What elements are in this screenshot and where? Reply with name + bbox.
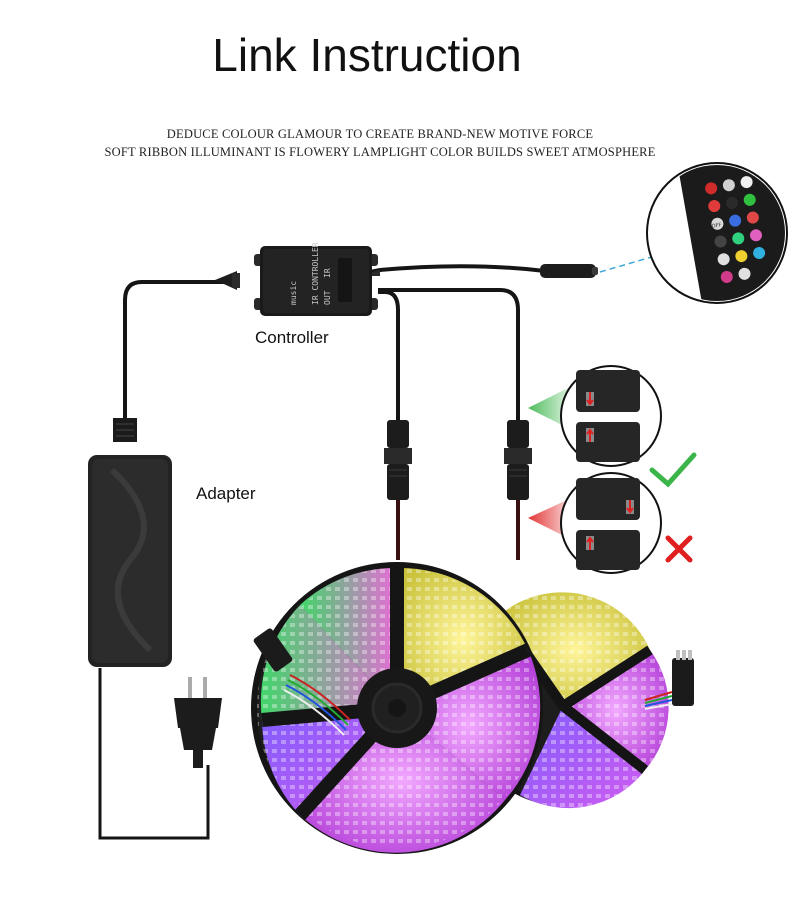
led-reel-1 bbox=[251, 562, 543, 854]
adapter-label: Adapter bbox=[196, 484, 256, 503]
remote-off-label: OFF bbox=[711, 222, 722, 230]
controller-label: Controller bbox=[255, 328, 329, 347]
rgb-pigtail bbox=[644, 650, 694, 710]
correct-connection-detail bbox=[528, 365, 662, 467]
cable-output-1 bbox=[378, 290, 400, 560]
cable-adapter-to-controller bbox=[123, 280, 237, 418]
subtitle-line-2: SOFT RIBBON ILLUMINANT IS FLOWERY LAMPLI… bbox=[104, 145, 656, 159]
cross-mark-icon bbox=[665, 535, 693, 563]
reel-1-rgb-lead bbox=[253, 628, 351, 736]
page-title: Link Instruction bbox=[212, 29, 522, 81]
controller-brand: music bbox=[289, 281, 298, 305]
controller-out-label: OUT bbox=[323, 290, 332, 305]
controller-ir-controller-label: IR CONTROLLER bbox=[311, 242, 320, 305]
cable-adapter-to-plug bbox=[98, 668, 210, 840]
check-mark-icon bbox=[649, 452, 697, 488]
controller-ir-label: IR bbox=[323, 268, 332, 278]
cable-controller-to-ir-receiver bbox=[369, 264, 546, 274]
remote-buttons: OFF bbox=[705, 176, 766, 283]
subtitle-line-1: DEDUCE COLOUR GLAMOUR TO CREATE BRAND-NE… bbox=[166, 127, 594, 141]
remote-control-inset: OFF bbox=[646, 162, 788, 304]
cable-output-2 bbox=[378, 288, 520, 560]
ir-controller-box: music IR CONTROLLER OUT IR bbox=[215, 242, 380, 316]
power-adapter bbox=[88, 418, 172, 667]
connector-plug-2 bbox=[504, 420, 532, 500]
wrong-connection-detail bbox=[528, 472, 662, 574]
wall-plug bbox=[174, 677, 222, 768]
ir-receiver bbox=[540, 264, 598, 278]
connector-plug-1 bbox=[384, 420, 412, 500]
